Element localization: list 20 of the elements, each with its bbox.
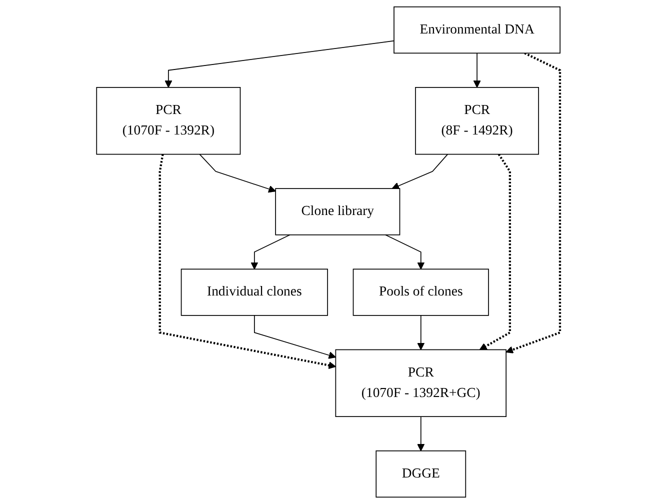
node-box: Pools of clones [353, 268, 490, 316]
node-box: PCR (1070F - 1392R+GC) [335, 349, 507, 417]
arrow [506, 52, 562, 354]
arrow [392, 154, 448, 190]
arrow [164, 40, 395, 88]
arrow [158, 154, 336, 370]
arrow [480, 154, 512, 350]
node-box: Clone library [275, 188, 400, 236]
arrow [199, 154, 276, 193]
node-box: DGGE [376, 450, 466, 498]
node-box: PCR (8F - 1492R) [415, 87, 540, 155]
arrow [385, 234, 425, 270]
arrow [473, 52, 481, 88]
node-box: PCR (1070F - 1392R) [96, 87, 241, 155]
arrow [417, 315, 425, 350]
arrow [250, 234, 290, 270]
arrow [254, 315, 336, 359]
arrow [417, 416, 425, 452]
node-box: Environmental DNA [394, 6, 561, 54]
node-box: Individual clones [181, 268, 328, 316]
